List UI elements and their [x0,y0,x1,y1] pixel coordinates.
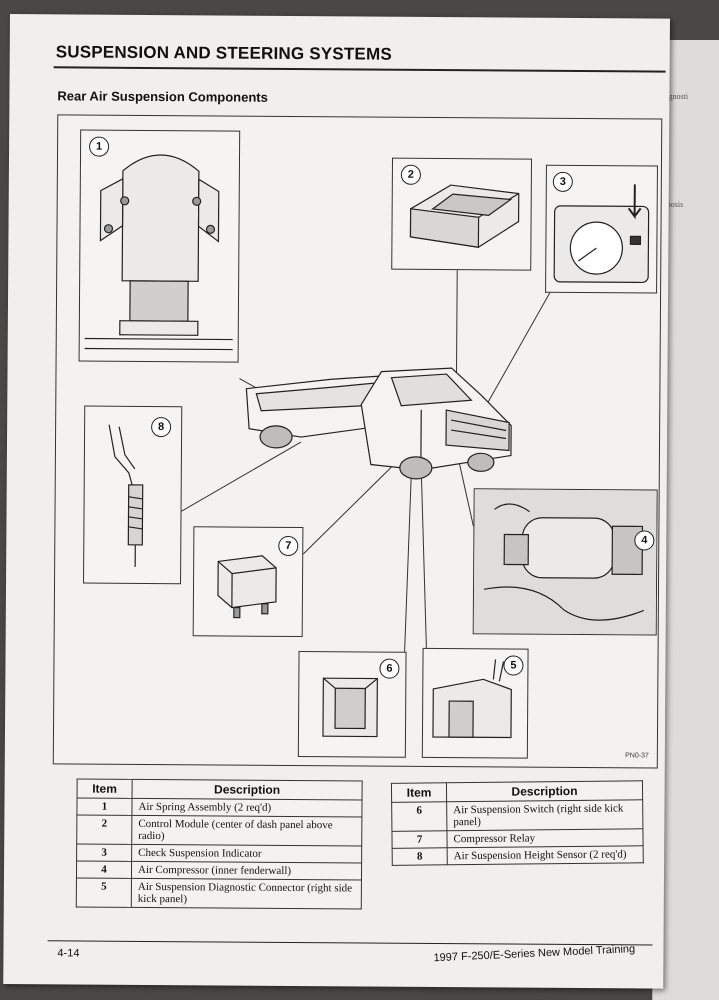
table-row: 6 Air Suspension Switch (right side kick… [391,799,643,832]
item-number: 4 [76,860,132,879]
truck-illustration [245,367,512,480]
callout-diagnostic-connector: 5 [421,647,529,759]
table-row: 8 Air Suspension Height Sensor (2 req'd) [392,845,644,866]
item-description: Control Module (center of dash panel abo… [131,815,362,846]
callout-number: 6 [379,658,400,679]
header-rule [53,66,666,73]
callout-air-spring: 1 [78,129,241,363]
column-header-item: Item [77,778,133,799]
item-description: Air Suspension Height Sensor (2 req'd) [447,845,644,865]
manual-page: SUSPENSION AND STEERING SYSTEMS Rear Air… [3,14,670,989]
item-number: 1 [76,797,133,816]
column-header-description: Description [446,780,643,802]
column-header-item: Item [391,782,447,803]
section-title: SUSPENSION AND STEERING SYSTEMS [55,42,392,64]
table-row: 3 Check Suspension Indicator [76,843,362,863]
table-header-row: Item Description [77,778,363,800]
figure-code: PN0-37 [625,752,649,760]
footer-rule [47,940,653,946]
item-description: Air Compressor (inner fenderwall) [131,861,362,880]
components-table-left: Item Description 1 Air Spring Assembly (… [75,778,363,910]
table-row: 4 Air Compressor (inner fenderwall) [76,860,362,880]
callout-number: 2 [400,164,421,185]
callout-number: 3 [552,171,573,192]
figure-subtitle: Rear Air Suspension Components [57,88,268,105]
item-number: 5 [76,877,132,908]
item-number: 6 [391,801,447,832]
callout-height-sensor: 8 [83,405,183,585]
table-header-row: Item Description [391,780,643,803]
callout-number: 7 [278,535,299,557]
column-header-description: Description [132,779,363,800]
callout-compressor-relay: 7 [192,526,304,638]
components-figure: 1 2 [52,114,663,769]
components-table-right: Item Description 6 Air Suspension Switch… [390,780,644,866]
item-description: Air Suspension Switch (right side kick p… [446,799,643,831]
item-number: 3 [76,843,132,862]
item-number: 2 [76,814,132,845]
page-number: 4-14 [57,947,80,960]
callout-check-suspension-indicator: 3 [545,164,658,294]
table-row: 2 Control Module (center of dash panel a… [76,814,362,846]
item-number: 7 [391,830,448,849]
item-number: 8 [392,847,448,866]
callout-number: 5 [503,655,524,676]
callout-air-suspension-switch: 6 [297,651,407,758]
item-description: Air Spring Assembly (2 req'd) [131,798,363,817]
facing-page-text: iagnosis [657,200,684,209]
callout-number: 4 [634,530,655,551]
item-description: Compressor Relay [446,828,644,848]
table-row: 1 Air Spring Assembly (2 req'd) [76,797,363,817]
table-row: 5 Air Suspension Diagnostic Connector (r… [76,877,362,909]
callout-number: 1 [89,136,110,157]
callout-air-compressor: 4 [472,488,658,636]
callout-control-module: 2 [391,157,533,271]
footer-title: 1997 F-250/E-Series New Model Training [433,943,636,965]
facing-page-text: Diagnosti [657,92,689,101]
callout-number: 8 [151,416,172,438]
item-description: Check Suspension Indicator [131,844,362,863]
item-description: Air Suspension Diagnostic Connector (rig… [131,878,362,909]
